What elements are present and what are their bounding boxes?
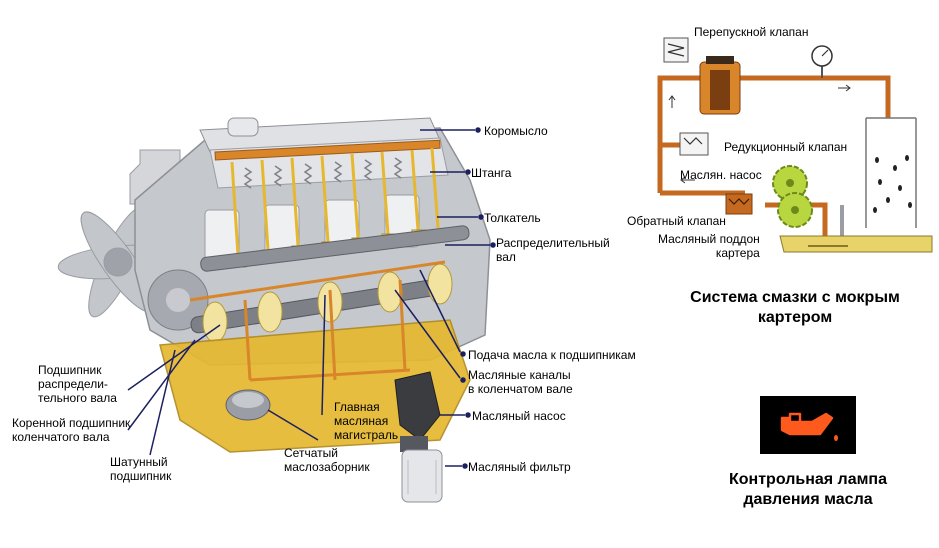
- oil-passages: [189, 260, 446, 382]
- reducing-valve: [679, 132, 709, 156]
- leader-lines: [127, 127, 496, 469]
- label-oil-feed-bearings: Подача масла к подшипникам: [468, 348, 636, 362]
- label-oil-filter: Масляный фильтр: [468, 460, 571, 474]
- oil-pump-body: [394, 371, 441, 441]
- title-wet-sump: Система смазки с мокрым картером: [690, 289, 900, 326]
- label-tappet: Толкатель: [484, 211, 541, 225]
- label-schematic-oil-pump: Маслян. насос: [680, 168, 762, 182]
- rocker-shaft: [214, 139, 441, 161]
- oil-filter-canister: [699, 56, 741, 115]
- label-strainer: Сетчатый маслозаборник: [284, 446, 370, 474]
- label-main-bearing: Коренной подшипник коленчатого вала: [12, 416, 131, 444]
- schematic-oil-pan: [779, 235, 933, 253]
- label-conrod-bearing: Шатунный подшипник: [110, 455, 172, 483]
- label-oil-pan: Масляный поддон картера: [658, 232, 760, 260]
- oil-sump: [159, 319, 471, 453]
- label-check-valve: Обратный клапан: [627, 214, 726, 228]
- camshaft: [200, 225, 470, 272]
- label-bypass-valve: Перепускной клапан: [694, 25, 809, 39]
- label-pushrod: Штанга: [471, 166, 512, 180]
- label-camshaft: Распределительный вал: [496, 236, 610, 264]
- title-pressure-lamp: Контрольная лампа давления масла: [729, 471, 887, 508]
- check-valve: [725, 193, 753, 215]
- crankcase-outline: [865, 118, 917, 228]
- valve-springs: [243, 157, 403, 189]
- label-reducing-valve: Редукционный клапан: [724, 140, 848, 154]
- oil-drops: [873, 155, 912, 213]
- flow-arrows: [668, 84, 851, 184]
- pressure-gauge-icon: [811, 45, 833, 78]
- bypass-valve: [663, 37, 689, 63]
- pushrods: [230, 147, 440, 256]
- engine-illustration: [57, 117, 491, 503]
- oil-can-icon: [780, 412, 838, 441]
- label-oil-pump: Масляный насос: [472, 409, 566, 423]
- label-main-gallery: Главная масляная магистраль: [334, 400, 399, 442]
- oil-pump-gears: [772, 165, 813, 228]
- oil-filter-body: [401, 449, 443, 503]
- label-rocker: Коромысло: [484, 124, 548, 138]
- wet-sump-schematic: [657, 37, 933, 253]
- label-camshaft-bearing: Подшипник распредели- тельного вала: [38, 363, 117, 405]
- label-crank-oil-channels: Масляные каналы в коленчатом вале: [468, 368, 573, 396]
